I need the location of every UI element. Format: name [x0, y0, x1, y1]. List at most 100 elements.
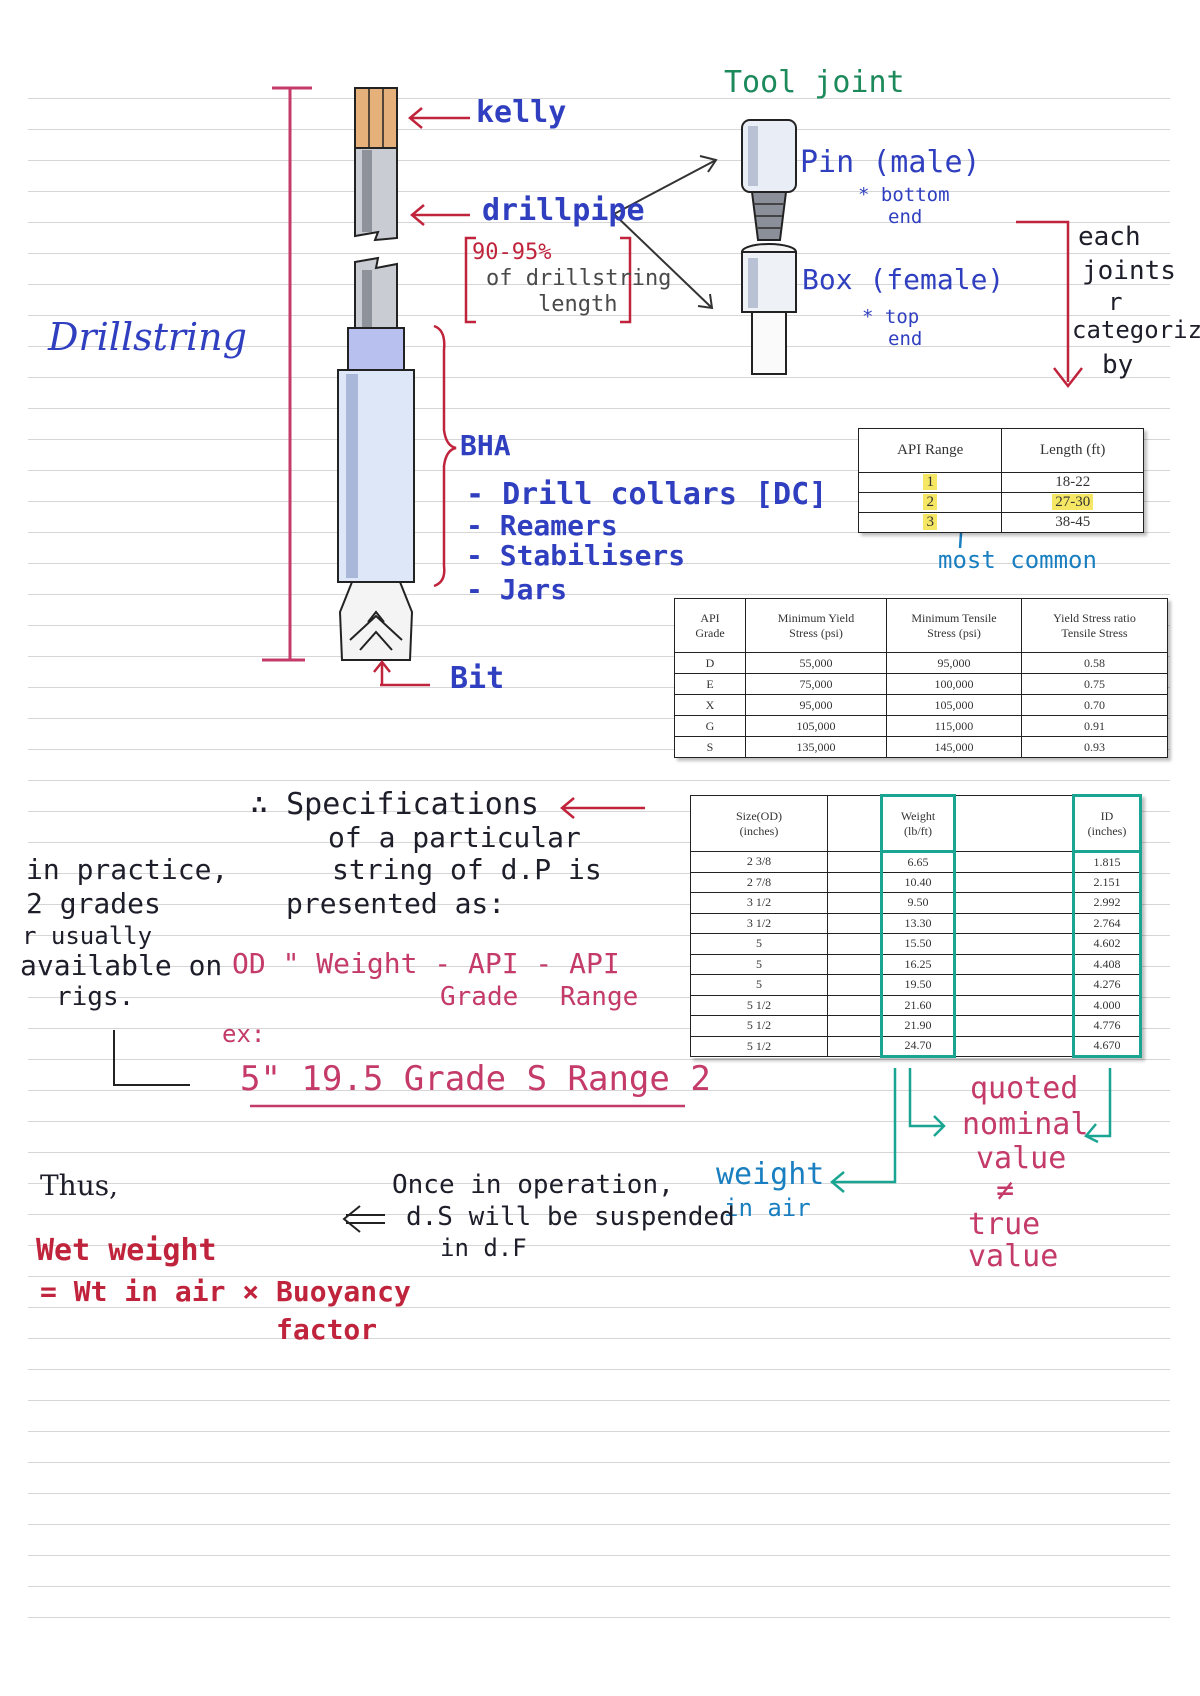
size-cell — [827, 871, 882, 893]
rule-line — [28, 408, 1170, 409]
bha-item-reamers: - Reamers — [466, 509, 618, 542]
rule-line — [28, 687, 1170, 688]
operation-arrow — [342, 1205, 385, 1233]
tool-joint-arrows — [613, 155, 718, 310]
example-value: 5" 19.5 Grade S Range 2 — [240, 1059, 711, 1099]
size-cell: 5 — [690, 933, 828, 955]
grade-cell: 0.93 — [1021, 736, 1168, 758]
rule-line — [28, 997, 1170, 998]
size-cell: 4.776 — [1072, 1015, 1142, 1037]
wet-weight-label: Wet weight — [36, 1233, 217, 1268]
rule-line — [28, 563, 1170, 564]
size-cell — [954, 871, 1074, 893]
rule-line — [28, 439, 1170, 440]
example-lines — [113, 1030, 685, 1108]
rule-line — [28, 594, 1170, 595]
quoted-line-4: ≠ — [996, 1173, 1015, 1208]
size-cell: 2.992 — [1072, 892, 1142, 914]
size-header-od: Size(OD) (inches) — [690, 795, 828, 852]
rule-line — [28, 811, 1170, 812]
size-cell: 21.60 — [880, 994, 956, 1016]
size-cell — [827, 1035, 882, 1057]
size-row: 5 16.25 4.408 — [690, 953, 1142, 975]
grade-cell: 0.58 — [1021, 652, 1168, 674]
size-cell: 5 — [690, 953, 828, 975]
size-cell — [954, 1035, 1074, 1057]
range-cell: 27-30 — [1001, 492, 1144, 513]
grade-cell: 105,000 — [886, 694, 1022, 716]
bha-item-stabilisers: - Stabilisers — [466, 539, 686, 572]
rule-line — [28, 253, 1170, 254]
grade-cell: 95,000 — [745, 694, 887, 716]
operation-line-1: Once in operation, — [392, 1170, 674, 1200]
drillpipe-note-line1: 90-95% — [472, 240, 552, 265]
practice-line-1: in practice, — [26, 853, 229, 886]
quoted-line-5: true — [968, 1207, 1041, 1242]
size-cell: 16.25 — [880, 953, 956, 975]
wet-weight-formula-factor: factor — [276, 1313, 378, 1346]
categorize-arrow — [1016, 220, 1083, 389]
size-cell — [954, 892, 1074, 914]
grade-cell: 100,000 — [886, 673, 1022, 695]
rule-line — [28, 1090, 1170, 1091]
size-cell — [954, 994, 1074, 1016]
size-cell: 4.276 — [1072, 974, 1142, 996]
pin-note-2: end — [888, 206, 923, 228]
box-note-2: end — [888, 328, 923, 350]
rule-line — [28, 842, 1170, 843]
grade-cell: D — [674, 652, 746, 674]
size-cell: 4.408 — [1072, 953, 1142, 975]
pin-shape — [741, 119, 797, 241]
rule-line — [28, 1493, 1170, 1494]
size-cell — [827, 892, 882, 914]
rule-line — [28, 1524, 1170, 1525]
size-cell: 9.50 — [880, 892, 956, 914]
thus-label: Thus, — [40, 1169, 119, 1202]
box-note-1: * top — [862, 306, 920, 328]
size-cell — [827, 953, 882, 975]
side-note-3: r — [1108, 288, 1123, 316]
size-cell — [954, 912, 1074, 934]
size-cell: 5 1/2 — [690, 1015, 828, 1037]
rule-line — [28, 1400, 1170, 1401]
rule-line — [28, 1121, 1170, 1122]
rule-line — [28, 1183, 1170, 1184]
bha-item-jars: - Jars — [466, 573, 568, 606]
practice-line-4: available on — [20, 949, 223, 982]
grade-cell: 0.70 — [1021, 694, 1168, 716]
column-callouts — [830, 1068, 1112, 1193]
practice-line-5: rigs. — [56, 982, 135, 1012]
rule-line — [28, 1307, 1170, 1308]
range-header-length: Length (ft) — [1001, 428, 1144, 473]
rule-line — [28, 1369, 1170, 1370]
drillpipe-label: drillpipe — [482, 193, 645, 228]
grade-cell: 0.75 — [1021, 673, 1168, 695]
drillpipe-note-line3: length — [538, 292, 618, 317]
grade-cell: 145,000 — [886, 736, 1022, 758]
rule-line — [28, 718, 1170, 719]
pin-note-1: * bottom — [858, 184, 950, 206]
size-header-weight: Weight (lb/ft) — [880, 794, 956, 853]
grade-header: API Grade — [674, 598, 746, 653]
rule-line — [28, 222, 1170, 223]
grade-cell: 115,000 — [886, 715, 1022, 737]
size-header-blank — [827, 795, 882, 852]
size-cell: 5 1/2 — [690, 994, 828, 1016]
range-cell: 2 — [857, 492, 1003, 513]
rule-line — [28, 1028, 1170, 1029]
api-range-table: API Range Length (ft) 1 18-22 2 27-30 3 … — [857, 428, 1144, 533]
drillpipe-note-line2: of drillstring — [486, 266, 672, 291]
operation-line-3: in d.F — [440, 1234, 527, 1262]
bit-shape — [338, 581, 414, 661]
format-range: Range — [560, 982, 639, 1012]
